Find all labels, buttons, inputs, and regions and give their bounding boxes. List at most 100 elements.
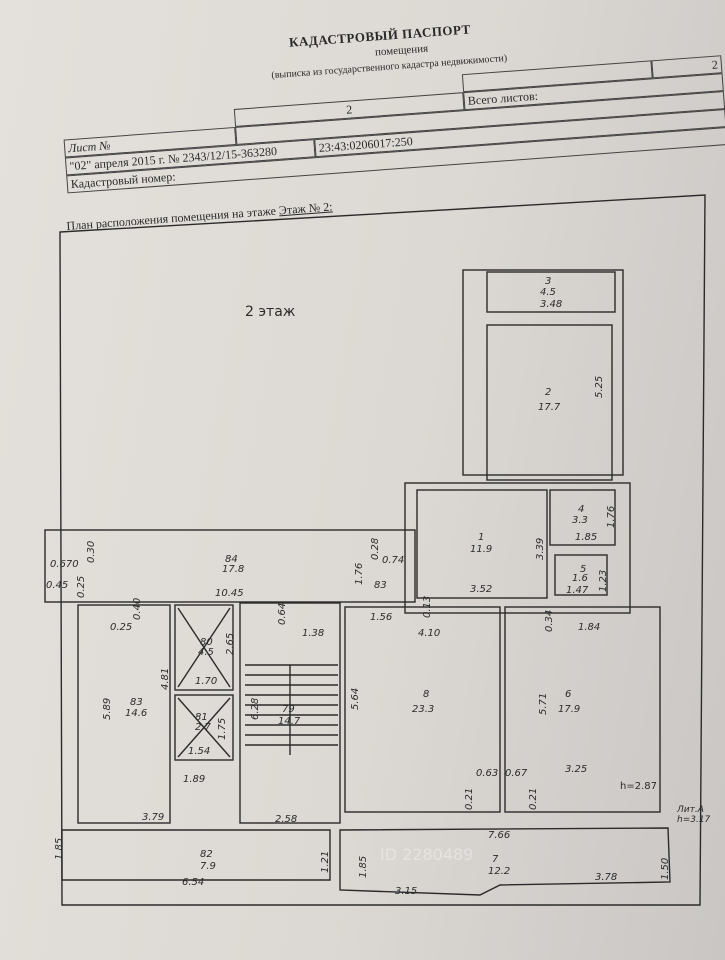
dimension-label: 0.28 bbox=[370, 538, 381, 560]
floor-label: 2 этаж bbox=[245, 304, 296, 320]
dimension-label: 0.64 bbox=[277, 603, 288, 625]
room-number: 2 bbox=[545, 387, 551, 398]
room-area: 17.8 bbox=[222, 564, 244, 575]
room-5 bbox=[554, 554, 608, 596]
dimension-label: 83 bbox=[374, 580, 387, 591]
room-number: 82 bbox=[200, 849, 213, 860]
dimension-label: 0.670 bbox=[50, 559, 79, 570]
dimension-label: 0.34 bbox=[544, 610, 555, 632]
room-number: 8 bbox=[423, 689, 429, 700]
dimension-label: 1.84 bbox=[578, 622, 600, 633]
dimension-label: 3.78 bbox=[595, 872, 617, 883]
dimension-label: 6.28 bbox=[250, 698, 261, 720]
dimension-label: 3.79 bbox=[142, 812, 164, 823]
dimension-label: h=3.17 bbox=[677, 815, 711, 825]
room-area: 14.7 bbox=[278, 716, 301, 727]
dimension-label: 0.45 bbox=[46, 580, 68, 591]
dimension-label: 3.25 bbox=[565, 764, 587, 775]
dimension-label: h=2.87 bbox=[620, 781, 657, 792]
dimension-label: 1.54 bbox=[188, 746, 210, 757]
room-number: 3 bbox=[545, 276, 551, 287]
room-area: 2.7 bbox=[195, 722, 212, 733]
room-area: 14.6 bbox=[125, 708, 147, 719]
room-7 bbox=[339, 827, 671, 896]
room-80 bbox=[174, 604, 234, 691]
dimension-label: 1.50 bbox=[660, 858, 671, 880]
room-84 bbox=[44, 529, 416, 603]
room-number: 6 bbox=[565, 689, 571, 700]
dimension-label: 1.85 bbox=[54, 838, 65, 860]
room-area: 17.7 bbox=[538, 402, 561, 413]
dimension-label: Лит.А bbox=[676, 805, 704, 815]
room-number: 79 bbox=[282, 704, 295, 715]
room-number: 80 bbox=[200, 637, 213, 648]
dimension-label: 1.85 bbox=[575, 532, 597, 543]
room-number: 7 bbox=[492, 854, 499, 865]
room-area: 4.5 bbox=[540, 287, 556, 298]
room-area: 3.3 bbox=[572, 515, 588, 526]
dimension-label: 4.10 bbox=[418, 628, 440, 639]
dimension-label: 0.67 bbox=[505, 768, 528, 779]
dimension-label: 1.76 bbox=[606, 506, 617, 528]
room-2 bbox=[486, 324, 613, 481]
dimension-label: 1.21 bbox=[320, 851, 331, 873]
dimension-label: 5.89 bbox=[102, 698, 113, 720]
dimension-label: 1.23 bbox=[598, 570, 609, 592]
dimension-label: 1.56 bbox=[370, 612, 392, 623]
room-83 bbox=[77, 604, 171, 824]
room-3 bbox=[486, 271, 616, 313]
room-8 bbox=[344, 606, 501, 813]
room-area: 11.9 bbox=[470, 544, 492, 555]
dimension-label: 3.15 bbox=[395, 886, 417, 897]
watermark: ID 2280489 bbox=[380, 845, 473, 864]
dimension-label: 4.81 bbox=[160, 668, 171, 690]
dimension-label: 3.39 bbox=[535, 538, 546, 560]
room-1 bbox=[416, 489, 548, 599]
dimension-label: 0.25 bbox=[110, 622, 132, 633]
dimension-label: 1.76 bbox=[354, 563, 365, 585]
dimension-label: 5.64 bbox=[350, 688, 361, 710]
dimension-label: 7.66 bbox=[488, 830, 510, 841]
room-area: 23.3 bbox=[412, 704, 434, 715]
room-number: 1 bbox=[478, 532, 484, 543]
dimension-label: 0.40 bbox=[132, 598, 143, 620]
dimension-label: 10.45 bbox=[215, 588, 244, 599]
room-area: 12.2 bbox=[488, 866, 510, 877]
room-82 bbox=[61, 829, 331, 881]
walls bbox=[44, 269, 671, 896]
dimension-label: 0.63 bbox=[476, 768, 498, 779]
dimension-label: 0.21 bbox=[464, 788, 475, 810]
room-81 bbox=[174, 694, 234, 761]
room-number: 5 bbox=[580, 564, 586, 575]
plan-frame bbox=[59, 194, 706, 906]
room-area: 7.9 bbox=[200, 861, 216, 872]
room-number: 81 bbox=[195, 712, 208, 723]
dimension-label: 3.48 bbox=[540, 299, 562, 310]
dimension-label: 2.58 bbox=[275, 814, 297, 825]
room-number: 83 bbox=[130, 697, 143, 708]
room-number: 4 bbox=[578, 504, 584, 515]
room-6 bbox=[504, 606, 661, 813]
dimension-labels: 3.48 5.25 3.39 1.76 1.85 1.23 1.47 3.52 … bbox=[46, 299, 711, 897]
dimension-label: 1.85 bbox=[358, 856, 369, 878]
dimension-label: 1.38 bbox=[302, 628, 324, 639]
dimension-label: 2.65 bbox=[225, 633, 236, 655]
dimension-label: 1.89 bbox=[183, 774, 205, 785]
stairs bbox=[245, 664, 338, 755]
dimension-label: 0.30 bbox=[86, 541, 97, 563]
dimension-label: 0.25 bbox=[76, 576, 87, 598]
dimension-label: 3.52 bbox=[470, 584, 492, 595]
dimension-label: 0.74 bbox=[382, 555, 404, 566]
room-area: 17.9 bbox=[558, 704, 580, 715]
dimension-label: 0.13 bbox=[422, 596, 433, 618]
room-79 bbox=[239, 602, 341, 824]
dimension-label: 1.70 bbox=[195, 676, 217, 687]
room-area: 4.5 bbox=[198, 647, 214, 658]
room-4 bbox=[549, 489, 616, 546]
dimension-label: 6.54 bbox=[182, 877, 204, 888]
dimension-label: 0.21 bbox=[528, 788, 539, 810]
room-area: 1.6 bbox=[572, 573, 588, 584]
dimension-label: 5.71 bbox=[538, 693, 549, 715]
room-number: 84 bbox=[225, 554, 238, 565]
